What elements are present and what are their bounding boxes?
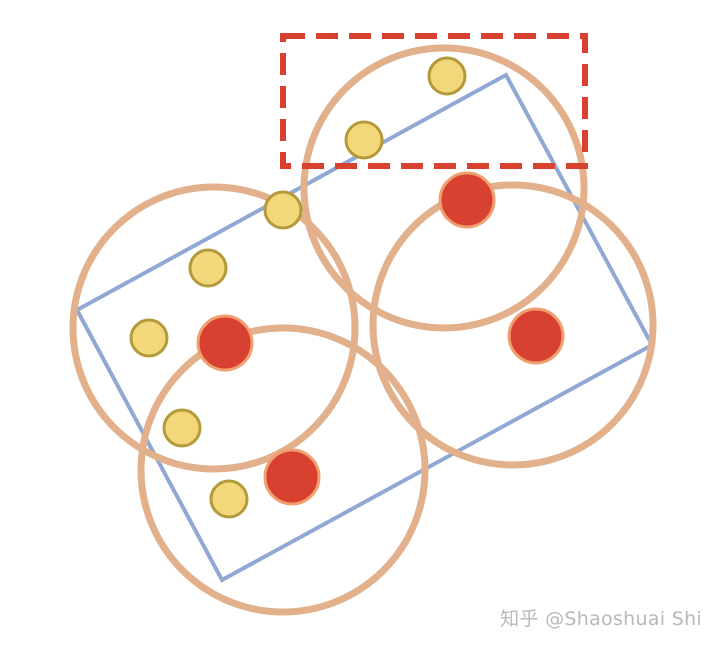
circle-right (369, 181, 657, 469)
circle-top (300, 44, 588, 332)
red-point (263, 448, 321, 506)
yellow-point (263, 190, 303, 230)
watermark: 知乎 @Shaoshuai Shi (500, 608, 702, 630)
yellow-point (209, 479, 249, 519)
yellow-point (344, 120, 384, 160)
red-point (507, 307, 565, 365)
circle-left (69, 183, 359, 473)
yellow-point (427, 56, 467, 96)
yellow-point (129, 318, 169, 358)
red-point (438, 171, 496, 229)
yellow-point (162, 408, 202, 448)
yellow-point (188, 248, 228, 288)
circle-bottom (137, 324, 429, 616)
selection-box (280, 33, 588, 169)
red-point (196, 314, 254, 372)
